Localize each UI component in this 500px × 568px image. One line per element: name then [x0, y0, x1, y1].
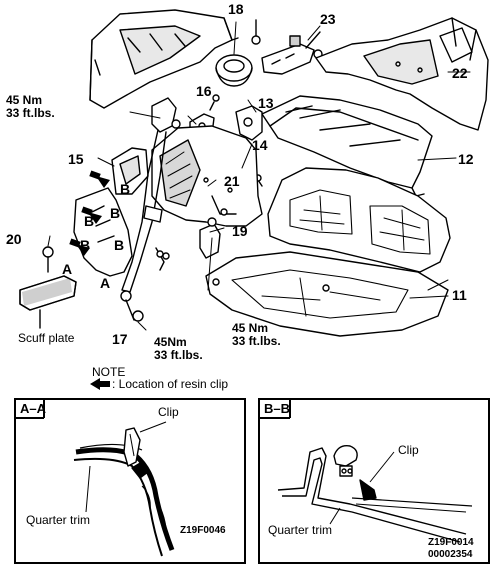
- detail-a-a-title: A–A: [20, 401, 47, 416]
- callout-15: 15: [68, 151, 84, 167]
- callout-19: 19: [232, 223, 248, 239]
- lower-pillar-trim: [73, 187, 170, 277]
- callout-22: 22: [452, 65, 468, 81]
- callout-17: 17: [112, 331, 128, 347]
- callout-18: 18: [228, 1, 244, 17]
- torque-3-nm: 45Nm: [154, 335, 187, 349]
- exploded-view-drawing: [19, 9, 489, 390]
- detail-b-b-code-1: Z19F0014: [428, 537, 474, 548]
- callout-21: 21: [224, 173, 240, 189]
- torque-3-ft: 33 ft.lbs.: [154, 348, 203, 362]
- torque-2-nm: 45 Nm: [232, 321, 269, 335]
- seat-belt-assembly: [120, 97, 181, 322]
- detail-b-b-panel: B–B Clip Quarter trim Z19F0014 00002354: [258, 398, 490, 564]
- note-title: NOTE: [92, 365, 126, 379]
- section-mark-b: B: [110, 205, 121, 221]
- part-21-quarter-trim: [151, 125, 263, 227]
- section-mark-a: A: [100, 275, 111, 291]
- part-11-rear-seat: [205, 167, 451, 337]
- callout-13: 13: [258, 95, 274, 111]
- callout-14: 14: [252, 137, 268, 153]
- callout-12: 12: [458, 151, 474, 167]
- part-15-pillar-trim: [111, 147, 149, 195]
- upper-left-trim-panel: [89, 9, 239, 109]
- detail-a-a-trim-label: Quarter trim: [26, 513, 91, 527]
- section-mark-b: B: [84, 213, 95, 229]
- detail-a-a-clip-label: Clip: [158, 405, 179, 419]
- detail-b-b-trim-label: Quarter trim: [268, 523, 333, 537]
- section-mark-a: A: [62, 261, 73, 277]
- detail-a-a-code: Z19F0046: [180, 525, 226, 536]
- detail-b-b-title: B–B: [264, 401, 291, 416]
- scuff-plate-label: Scuff plate: [18, 331, 75, 345]
- detail-b-b-code-2: 00002354: [428, 549, 473, 560]
- part-22-right-trim: [315, 17, 489, 131]
- torque-2-ft: 33 ft.lbs.: [232, 334, 281, 348]
- detail-b-b-drawing: [260, 400, 473, 543]
- part-18-cover: [215, 19, 261, 87]
- callout-23: 23: [320, 11, 336, 27]
- part-19-clip: [199, 217, 221, 259]
- detail-a-a-panel: A–A Clip Quarter trim Z19F0046: [14, 398, 246, 564]
- callout-11: 11: [452, 287, 467, 303]
- section-mark-b: B: [120, 181, 131, 197]
- leader-lines: [47, 21, 471, 331]
- scuff-plate: [19, 275, 77, 329]
- torque-1-nm: 45 Nm: [6, 93, 43, 107]
- detail-a-a-drawing: [16, 400, 175, 557]
- note-text: : Location of resin clip: [112, 377, 229, 391]
- resin-clip-arrows: [69, 170, 110, 256]
- resin-clip-symbol: [90, 378, 110, 390]
- callout-16: 16: [196, 83, 212, 99]
- section-mark-b: B: [114, 237, 125, 253]
- part-20-screw: [42, 246, 54, 273]
- torque-1-ft: 33 ft.lbs.: [6, 106, 55, 120]
- callout-20: 20: [6, 231, 22, 247]
- section-mark-b: B: [80, 237, 91, 253]
- part-23-bracket: [261, 31, 323, 75]
- detail-b-b-clip-label: Clip: [398, 443, 419, 457]
